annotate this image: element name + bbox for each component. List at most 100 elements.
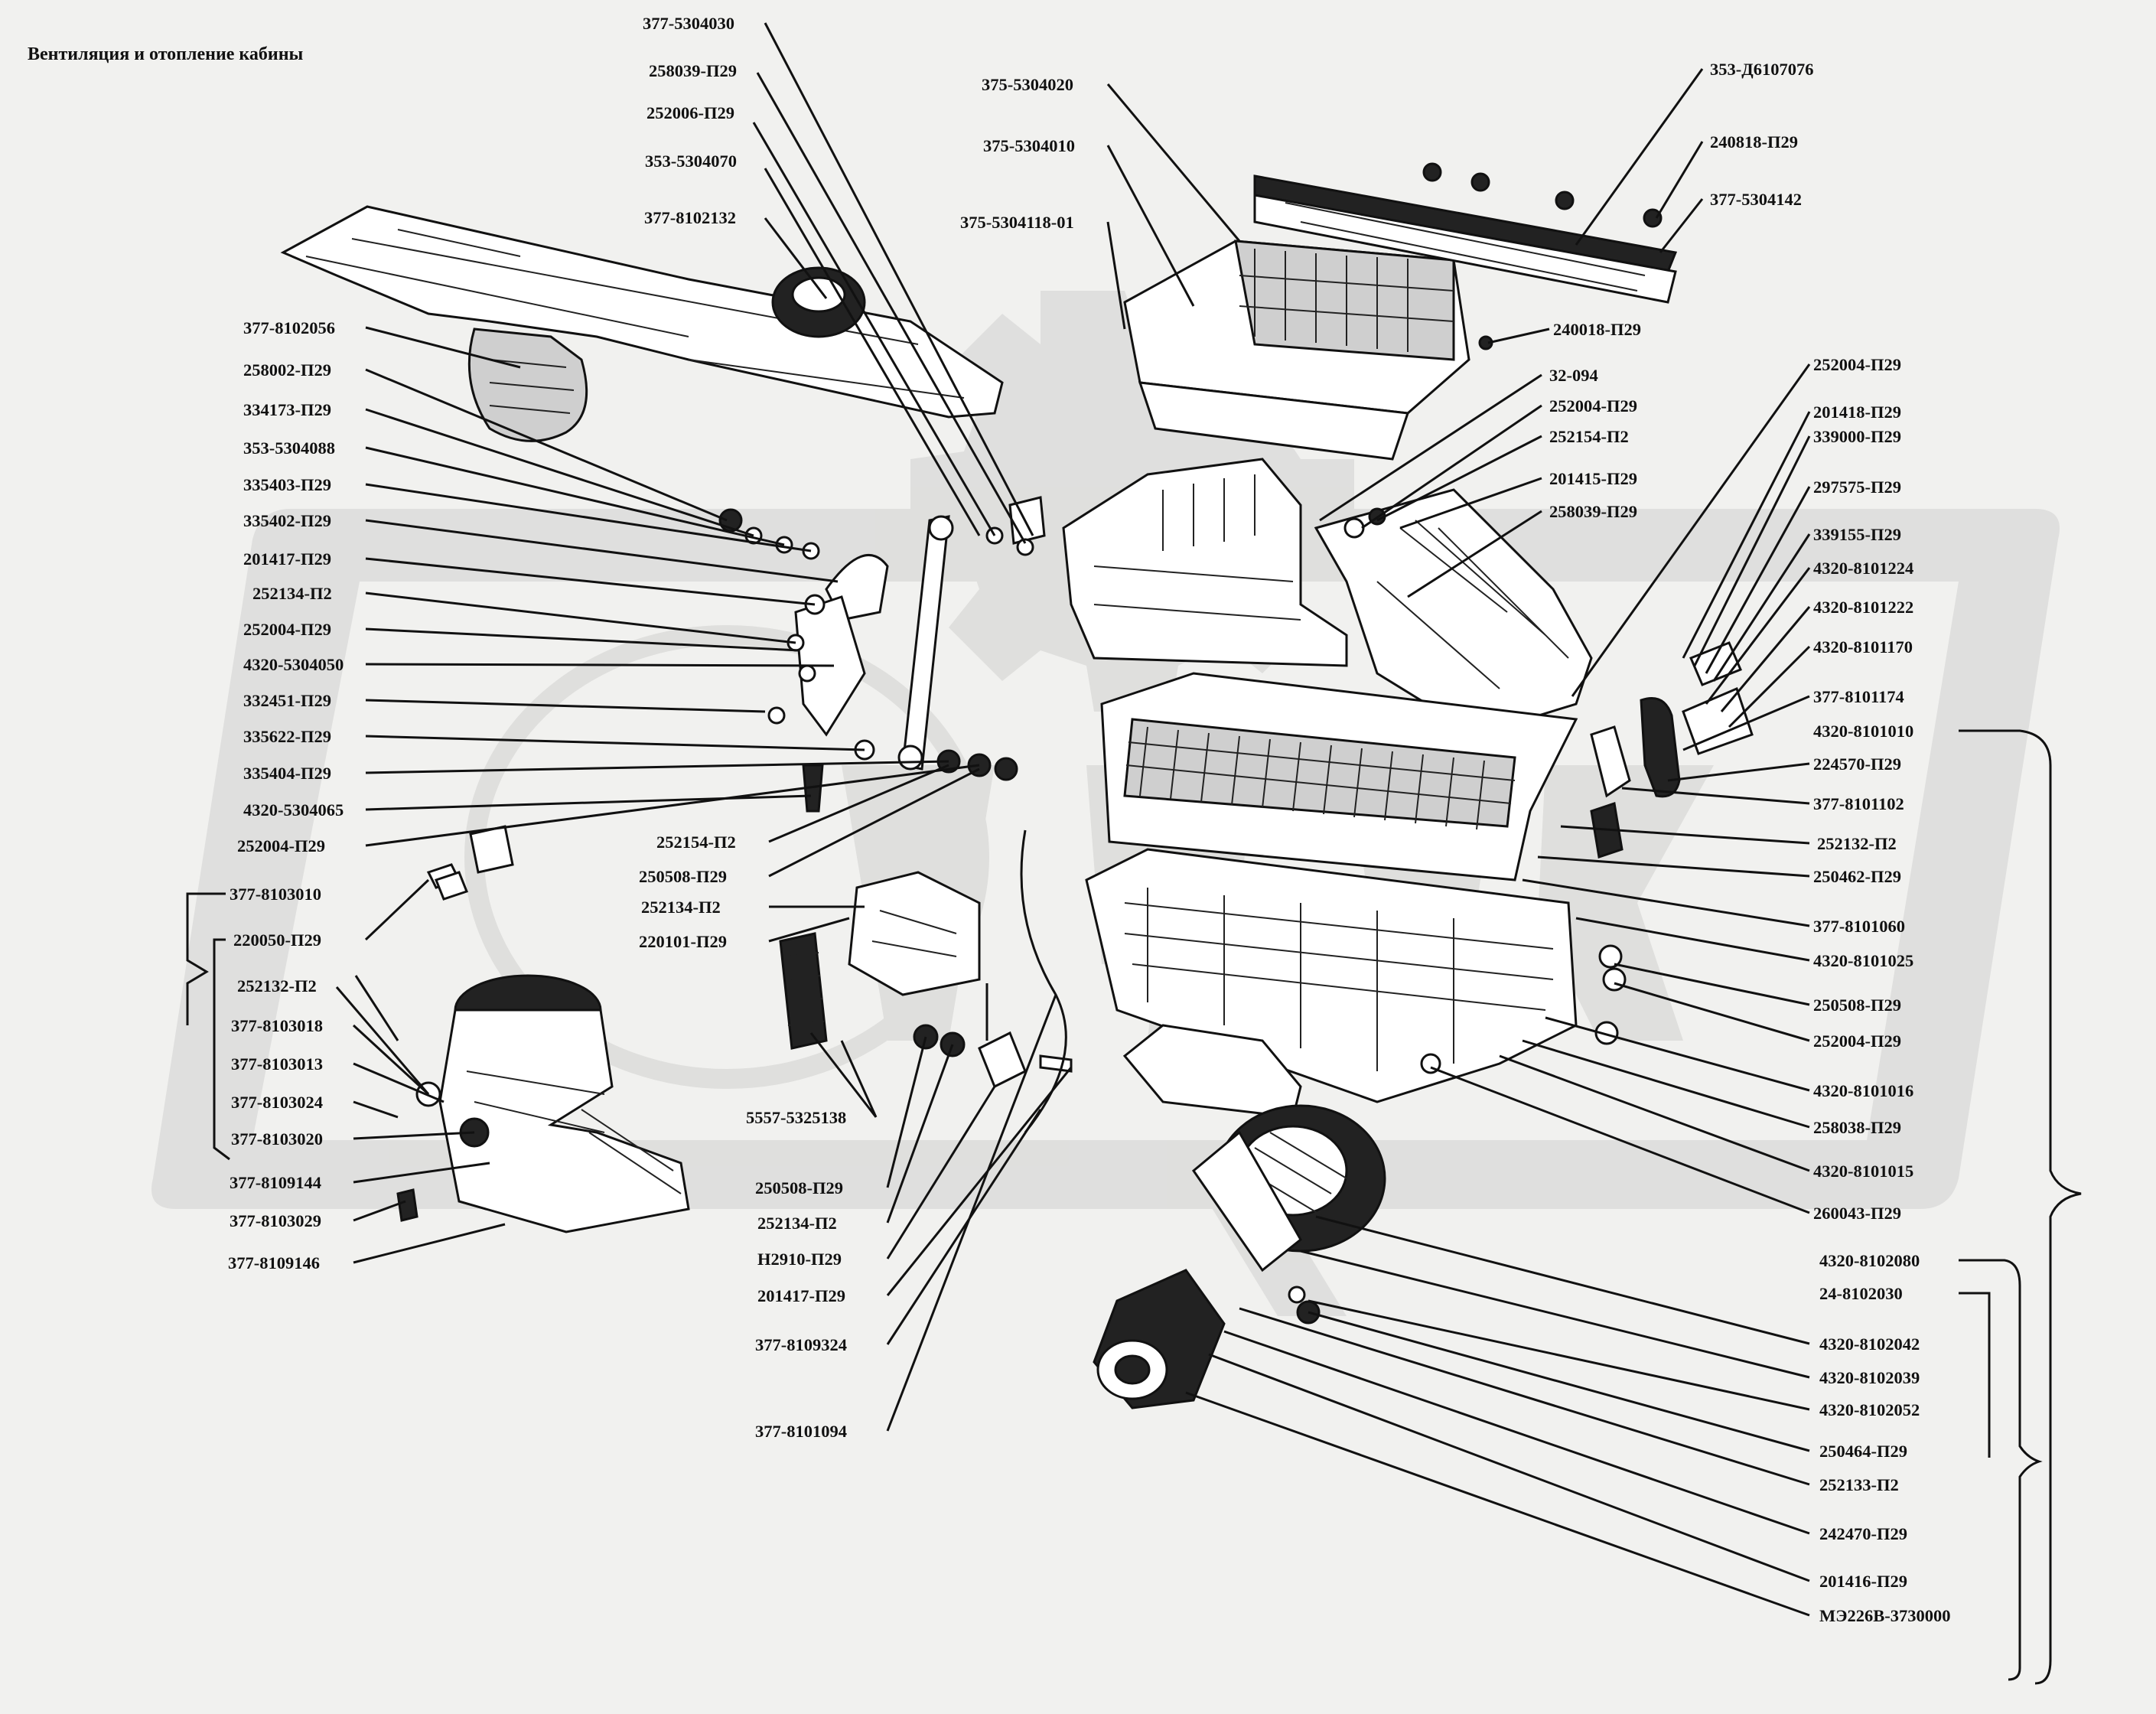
part-labels: 377-5304030 258039-П29 252006-П29 353-53… (228, 14, 1951, 1625)
label-4320-8101170: 4320-8101170 (1813, 637, 1913, 657)
air-duct (280, 205, 1004, 442)
label-377-8103029: 377-8103029 (230, 1211, 321, 1230)
label-377-5304030: 377-5304030 (643, 14, 734, 33)
label-201416-P29: 201416-П29 (1819, 1572, 1907, 1591)
label-252154-P2-b: 252154-П2 (1549, 427, 1629, 446)
label-335403-P29: 335403-П29 (243, 475, 331, 494)
label-335404-P29: 335404-П29 (243, 764, 331, 783)
page-title: Вентиляция и отопление кабины (28, 44, 304, 64)
label-4320-8101016: 4320-8101016 (1813, 1081, 1913, 1100)
heater-tap (396, 871, 690, 1233)
label-242470-P29: 242470-П29 (1819, 1524, 1907, 1543)
label-377-5304142: 377-5304142 (1710, 190, 1802, 209)
label-353-D6107076: 353-Д6107076 (1710, 60, 1813, 79)
label-201418-P29: 201418-П29 (1813, 402, 1901, 422)
fan-housing (1085, 848, 1578, 1272)
label-297575-P29: 297575-П29 (1813, 477, 1901, 497)
label-250508-P29-b: 250508-П29 (755, 1178, 843, 1198)
label-252004-P29-c: 252004-П29 (1549, 396, 1637, 415)
label-4320-5304065: 4320-5304065 (243, 800, 344, 820)
label-377-8101060: 377-8101060 (1813, 917, 1905, 936)
label-377-8103018: 377-8103018 (231, 1016, 323, 1035)
label-377-8102056: 377-8102056 (243, 318, 335, 337)
label-377-8101094: 377-8101094 (755, 1422, 847, 1441)
label-24-8102030: 24-8102030 (1819, 1284, 1903, 1303)
label-201415-P29: 201415-П29 (1549, 469, 1637, 488)
label-240818-P29: 240818-П29 (1710, 132, 1798, 152)
label-250464-P29: 250464-П29 (1819, 1442, 1907, 1461)
label-260043-P29: 260043-П29 (1813, 1204, 1901, 1223)
label-4320-8101025: 4320-8101025 (1813, 951, 1913, 970)
label-332451-P29: 332451-П29 (243, 691, 331, 710)
label-377-8109144: 377-8109144 (230, 1173, 321, 1192)
label-252004-P29-e: 252004-П29 (1813, 1031, 1901, 1051)
label-339155-P29: 339155-П29 (1813, 525, 1901, 544)
label-32-094: 32-094 (1549, 366, 1598, 385)
label-258039-P29-a: 258039-П29 (649, 61, 737, 80)
label-252004-P29-a: 252004-П29 (243, 620, 331, 639)
label-375-5304010: 375-5304010 (983, 136, 1075, 155)
label-240018-P29: 240018-П29 (1553, 320, 1641, 339)
label-252133-P2: 252133-П2 (1819, 1475, 1899, 1494)
heater-radiator-core (1100, 641, 1754, 881)
label-252134-P2-a: 252134-П2 (252, 584, 332, 603)
watermark (151, 291, 2060, 1316)
label-334173-P29: 334173-П29 (243, 400, 331, 419)
label-4320-8101010: 4320-8101010 (1813, 722, 1913, 741)
label-ME226V-3730000: МЭ226В-3730000 (1819, 1606, 1951, 1625)
label-220101-P29: 220101-П29 (639, 932, 727, 951)
leader-lines (186, 22, 2082, 1685)
label-377-8103024: 377-8103024 (231, 1093, 323, 1112)
label-258039-P29-b: 258039-П29 (1549, 502, 1637, 521)
switch-bracket (779, 829, 1073, 1133)
label-377-8101102: 377-8101102 (1813, 794, 1904, 813)
label-252132-P2-a: 252132-П2 (237, 976, 317, 995)
watermark-frame (151, 509, 2060, 1209)
label-250508-P29-c: 250508-П29 (1813, 995, 1901, 1015)
label-252134-P2-b: 252134-П2 (641, 898, 721, 917)
label-252006-P29: 252006-П29 (646, 103, 734, 122)
label-250462-P29: 250462-П29 (1813, 867, 1901, 886)
label-375-5304118-01: 375-5304118-01 (960, 213, 1074, 232)
label-4320-8101224: 4320-8101224 (1813, 559, 1913, 578)
label-353-5304070: 353-5304070 (645, 152, 737, 171)
label-252132-P2-b: 252132-П2 (1817, 834, 1897, 853)
label-377-8103010: 377-8103010 (230, 885, 321, 904)
label-377-8109146: 377-8109146 (228, 1253, 320, 1272)
label-250508-P29-a: 250508-П29 (639, 867, 727, 886)
label-252004-P29-b: 252004-П29 (237, 836, 325, 855)
label-4320-8102052: 4320-8102052 (1819, 1400, 1920, 1419)
label-4320-8102039: 4320-8102039 (1819, 1368, 1920, 1387)
label-335402-P29: 335402-П29 (243, 511, 331, 530)
label-377-8102132: 377-8102132 (644, 208, 736, 227)
label-220050-P29: 220050-П29 (233, 930, 321, 950)
blower-motor (1093, 1269, 1321, 1409)
label-224570-P29: 224570-П29 (1813, 754, 1901, 774)
label-377-8103020: 377-8103020 (231, 1129, 323, 1149)
label-4320-8101222: 4320-8101222 (1813, 598, 1913, 617)
label-4320-8102042: 4320-8102042 (1819, 1334, 1920, 1354)
label-252004-P29-d: 252004-П29 (1813, 355, 1901, 374)
label-377-8103013: 377-8103013 (231, 1054, 323, 1074)
label-339000-P29: 339000-П29 (1813, 427, 1901, 446)
label-5557-5325138: 5557-5325138 (746, 1108, 846, 1127)
label-4320-5304050: 4320-5304050 (243, 655, 344, 674)
label-353-5304088: 353-5304088 (243, 438, 335, 458)
label-377-8109324: 377-8109324 (755, 1335, 847, 1354)
label-H2910-P29: Н2910-П29 (757, 1250, 842, 1269)
label-377-8101174: 377-8101174 (1813, 687, 1904, 706)
label-252134-P2-c: 252134-П2 (757, 1214, 837, 1233)
label-335622-P29: 335622-П29 (243, 727, 331, 746)
label-4320-8101015: 4320-8101015 (1813, 1162, 1913, 1181)
label-252154-P2-a: 252154-П2 (656, 833, 736, 852)
label-375-5304020: 375-5304020 (982, 75, 1073, 94)
heater-upper-housing (1062, 458, 1593, 736)
vent-grille-assembly (1123, 162, 1678, 461)
label-258038-P29: 258038-П29 (1813, 1118, 1901, 1137)
label-201417-P29-b: 201417-П29 (757, 1286, 845, 1305)
label-4320-8102080: 4320-8102080 (1819, 1251, 1920, 1270)
label-201417-P29-a: 201417-П29 (243, 549, 331, 569)
label-258002-P29: 258002-П29 (243, 360, 331, 380)
